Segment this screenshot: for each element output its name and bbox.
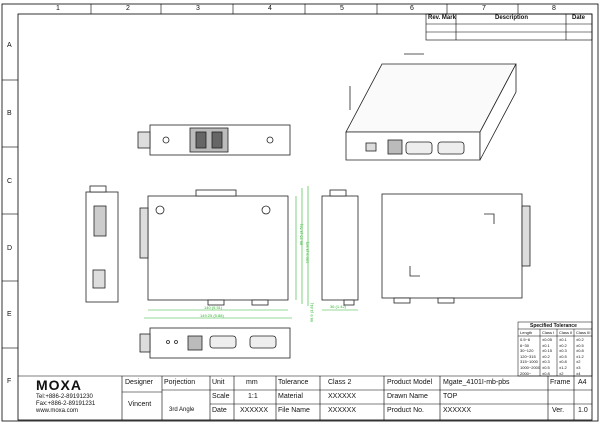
tolerance-cell: ±0.1 — [559, 337, 567, 342]
tolerance-cell: ±1.2 — [576, 353, 584, 359]
material-value: XXXXXX — [328, 393, 357, 400]
title-block-grid — [18, 375, 592, 420]
tolerance-cell: ±0.2 — [576, 337, 584, 342]
scale-label: Scale — [212, 393, 230, 400]
company-web: www.moxa.com — [36, 408, 79, 414]
tolerance-label: Tolerance — [278, 379, 309, 386]
col-label-6: 6 — [410, 5, 414, 12]
dim-height-a: 89.25 (3.51) — [298, 223, 304, 246]
scale-value: 1:1 — [248, 393, 258, 400]
drawn-name-label: Drawn Name — [387, 393, 428, 400]
revision-table — [425, 13, 593, 41]
tolerance-cell: 0.5~6 — [520, 337, 531, 342]
row-label-d: D — [7, 245, 13, 252]
company-tel: Tel:+886-2-89191230 — [36, 394, 93, 400]
description-header: Description — [495, 15, 529, 21]
tolerance-cell: 6~30 — [520, 342, 530, 348]
file-name-value: XXXXXX — [328, 407, 357, 414]
tolerance-value: Class 2 — [328, 379, 352, 386]
tolerance-cell: ±0.8 — [576, 348, 584, 354]
rear-view — [381, 193, 531, 304]
tolerance-cell: 315~1000 — [520, 359, 538, 365]
row-label-f: F — [7, 378, 12, 385]
product-model-label: Product Model — [387, 379, 433, 386]
version-label: Ver. — [552, 407, 565, 414]
dim-height-b: 100.9 (3.97) — [304, 241, 310, 264]
designer-value: Vincent — [128, 401, 152, 408]
tolerance-cell: ±2 — [559, 370, 564, 376]
tolerance-cell: ±0.5 — [559, 353, 567, 359]
tolerance-cell: ±1.2 — [559, 365, 567, 370]
tolerance-cell: ±2 — [576, 359, 581, 365]
row-label-b: B — [7, 110, 12, 117]
isometric-view — [345, 53, 517, 161]
rev-mark-header: Rev. Mark — [428, 15, 456, 21]
version-value: 1.0 — [578, 407, 588, 414]
tolerance-cell: ±0.15 — [542, 348, 552, 354]
tolerance-cell: ±0.8 — [542, 370, 550, 376]
file-name-label: File Name — [278, 407, 310, 414]
bottom-view — [139, 327, 291, 359]
tolerance-cell: 2000~ — [520, 370, 532, 376]
drawn-name-value: TOP — [443, 393, 458, 400]
row-label-e: E — [7, 311, 12, 318]
product-no-value: XXXXXX — [443, 407, 472, 414]
frame-value: A4 — [578, 379, 587, 386]
tolerance-cell: ±4 — [576, 370, 581, 376]
tolerance-cell: 30~120 — [520, 348, 534, 354]
tolerance-cell: 120~315 — [520, 353, 536, 359]
col-label-5: 5 — [340, 5, 344, 12]
frame-label: Frame — [550, 379, 571, 386]
left-side-view — [85, 185, 119, 303]
tol-header-class2: Class II — [559, 330, 573, 335]
tolerance-cell: ±0.3 — [542, 359, 550, 365]
designer-label: Designer — [125, 379, 154, 386]
top-view — [137, 124, 291, 156]
tolerance-cell: ±0.3 — [559, 348, 567, 354]
dim-depth: 36 (1.42) — [330, 304, 347, 309]
tolerance-cell: ±0.05 — [542, 337, 552, 342]
tolerance-table-grid — [517, 321, 593, 377]
outer-frame — [1, 3, 599, 422]
tol-header-class1: Class I — [542, 330, 555, 335]
tol-header-length: Length — [520, 330, 533, 335]
dimension-lines — [144, 186, 358, 319]
tolerance-cell: ±0.2 — [559, 342, 567, 348]
unit-label: Unit — [212, 379, 225, 386]
projection-label: Porjection — [164, 379, 196, 386]
dim-width-a: 140 (5.51) — [204, 305, 223, 310]
tolerance-cell: ±0.5 — [542, 365, 550, 370]
dim-width-b: 149.25 (5.88) — [200, 313, 224, 318]
tolerance-title: Specified Tolerance — [530, 323, 577, 329]
material-label: Material — [278, 393, 303, 400]
tolerance-cell: ±3 — [576, 365, 581, 370]
front-view — [139, 189, 289, 306]
product-model-value: Mgate_4101I-mb-pbs — [443, 379, 510, 386]
product-no-label: Product No. — [387, 407, 424, 414]
date-label: Date — [212, 407, 227, 414]
col-label-1: 1 — [56, 5, 60, 12]
col-label-7: 7 — [482, 5, 486, 12]
col-label-4: 4 — [268, 5, 272, 12]
tolerance-cell: ±0.5 — [576, 342, 584, 348]
company-logo: MOXA — [36, 377, 82, 393]
right-side-view — [321, 189, 359, 306]
tolerance-cell: ±0.8 — [559, 359, 567, 365]
col-label-8: 8 — [552, 5, 556, 12]
row-label-a: A — [7, 42, 12, 49]
col-label-2: 2 — [126, 5, 130, 12]
unit-value: mm — [246, 379, 258, 386]
row-label-c: C — [7, 178, 13, 185]
date-header: Date — [572, 15, 586, 21]
projection-value: 3rd Angle — [169, 407, 195, 413]
company-fax: Fax:+886-2-89191231 — [36, 401, 96, 407]
tolerance-cell: ±0.1 — [542, 342, 550, 348]
date-value: XXXXXX — [240, 407, 269, 414]
tolerance-cell: ±0.2 — [542, 353, 550, 359]
dim-height-c: 96.9 (3.81) — [309, 302, 315, 323]
col-label-3: 3 — [196, 5, 200, 12]
tolerance-cell: 1000~2000 — [520, 365, 541, 370]
tol-header-class3: Class III — [576, 330, 591, 335]
